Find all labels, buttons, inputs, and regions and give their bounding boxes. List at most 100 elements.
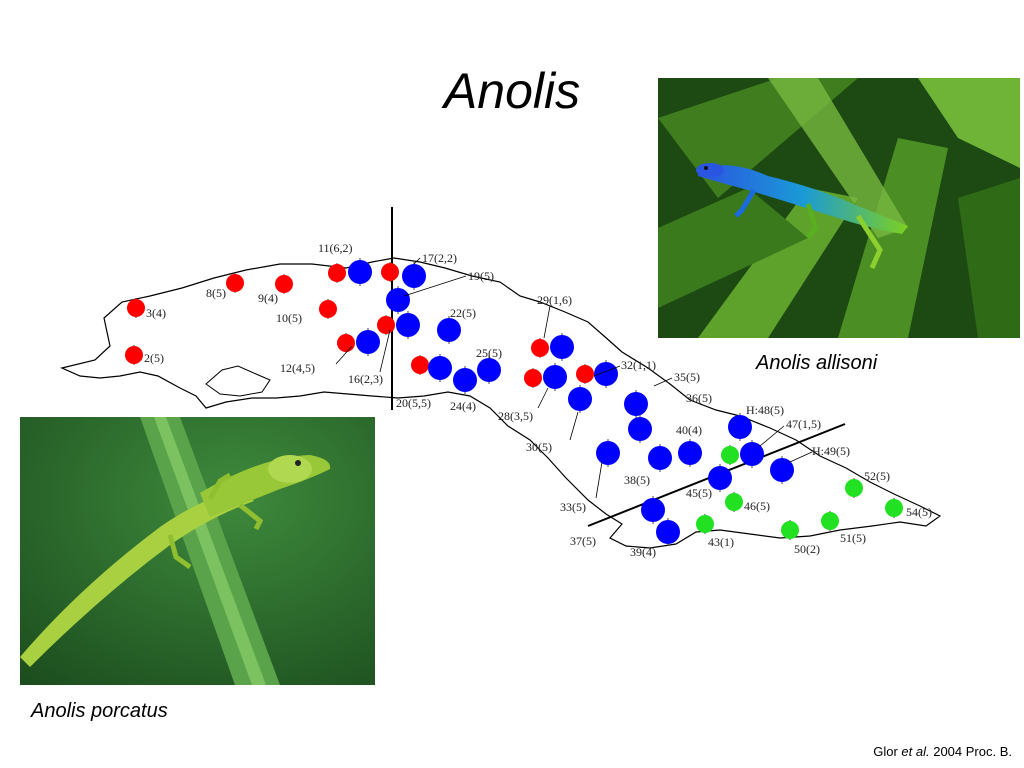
site-label: 11(6,2)	[318, 241, 353, 255]
site-marker	[885, 499, 903, 517]
site-label: 2(5)	[144, 351, 164, 365]
site-marker	[576, 365, 594, 383]
site-47: 47(1,5)	[721, 417, 821, 465]
site-3: 3(4)	[127, 298, 166, 320]
site-17: 17(2,2)	[402, 251, 457, 290]
site-marker	[696, 515, 714, 533]
site-label: 24(4)	[450, 399, 476, 413]
site-label: 29(1,6)	[537, 293, 572, 307]
site-label: 39(4)	[630, 545, 656, 559]
site-marker	[721, 446, 739, 464]
site-marker	[678, 441, 702, 465]
site-label: 19(5)	[468, 269, 494, 283]
site-32: 32(1,1)	[576, 358, 656, 384]
site-24: 24(4)	[450, 366, 477, 413]
site-marker	[386, 288, 410, 312]
island-south	[205, 365, 271, 397]
site-label: 33(5)	[560, 500, 586, 514]
site-marker	[356, 330, 380, 354]
site-37: 37(5)	[570, 496, 665, 548]
site-11: 11(6,2)	[318, 241, 353, 283]
site-40: 40(4)	[676, 423, 702, 467]
site-19: 19(5)	[386, 269, 494, 314]
site-label: 51(5)	[840, 531, 866, 545]
site-label: 45(5)	[686, 486, 712, 500]
site-marker	[477, 358, 501, 382]
site-marker	[402, 264, 426, 288]
site-label: 9(4)	[258, 291, 278, 305]
site-marker	[381, 263, 399, 281]
site-label: 22(5)	[450, 306, 476, 320]
site-marker	[348, 260, 372, 284]
site-marker	[377, 316, 395, 334]
site-33: 33(5)	[560, 439, 620, 514]
site-30: 30(5)	[526, 385, 592, 454]
site-51: 51(5)	[821, 511, 866, 545]
site-22: 22(5)	[437, 306, 476, 344]
site-marker	[648, 446, 672, 470]
site-48: H:48(5)	[728, 403, 784, 441]
site-unlabeled	[550, 333, 574, 361]
site-marker	[428, 356, 452, 380]
cuba-outline	[60, 257, 942, 549]
site-label: H:49(5)	[812, 444, 850, 458]
site-label: 54(5)	[906, 505, 932, 519]
citation: Glor et al. 2004 Proc. B.	[873, 744, 1012, 759]
site-16: 16(2,3)	[348, 315, 395, 386]
site-28: 28(3,5)	[498, 368, 542, 423]
citation-rest: 2004 Proc. B.	[929, 744, 1012, 759]
site-marker	[628, 417, 652, 441]
site-49: H:49(5)	[770, 444, 850, 484]
site-8: 8(5)	[206, 273, 244, 300]
site-label: 10(5)	[276, 311, 302, 325]
site-marker	[624, 392, 648, 416]
site-label: 3(4)	[146, 306, 166, 320]
site-12: 12(4,5)	[280, 333, 355, 375]
site-marker	[226, 274, 244, 292]
site-unlabeled	[356, 328, 380, 356]
site-marker	[596, 441, 620, 465]
site-unlabeled	[348, 258, 372, 286]
site-unlabeled	[628, 415, 652, 443]
site-marker	[328, 264, 346, 282]
slide-title: Anolis	[443, 63, 581, 119]
site-29: 29(1,6)	[531, 293, 572, 358]
site-marker	[127, 299, 145, 317]
site-marker	[728, 415, 752, 439]
site-marker	[125, 346, 143, 364]
site-label: 28(3,5)	[498, 409, 533, 423]
site-label: 20(5,5)	[396, 396, 431, 410]
site-label: H:48(5)	[746, 403, 784, 417]
site-marker	[708, 466, 732, 490]
site-unlabeled	[543, 363, 567, 391]
site-marker	[594, 362, 618, 386]
photo-anolis-allisoni	[658, 78, 1020, 338]
site-marker	[641, 498, 665, 522]
caption-anolis-allisoni: Anolis allisoni	[756, 352, 878, 374]
site-label: 40(4)	[676, 423, 702, 437]
site-unlabeled	[381, 262, 399, 282]
site-marker	[821, 512, 839, 530]
site-label: 43(1)	[708, 535, 734, 549]
site-marker	[396, 313, 420, 337]
citation-etal: et al.	[901, 744, 930, 759]
site-marker	[770, 458, 794, 482]
site-marker	[275, 275, 293, 293]
site-marker	[437, 318, 461, 342]
site-label: 16(2,3)	[348, 372, 383, 386]
site-marker	[453, 368, 477, 392]
site-label: 8(5)	[206, 286, 226, 300]
site-label: 50(2)	[794, 542, 820, 556]
site-25: 25(5)	[476, 346, 502, 384]
site-label: 36(5)	[686, 391, 712, 405]
site-marker	[740, 442, 764, 466]
leader-lines	[335, 257, 813, 499]
site-20: 20(5,5)	[396, 355, 431, 410]
site-39: 39(4)	[630, 518, 680, 559]
site-label: 17(2,2)	[422, 251, 457, 265]
site-9: 9(4)	[258, 274, 293, 305]
site-label: 46(5)	[744, 499, 770, 513]
site-label: 47(1,5)	[786, 417, 821, 431]
photo-anolis-porcatus	[20, 417, 375, 685]
